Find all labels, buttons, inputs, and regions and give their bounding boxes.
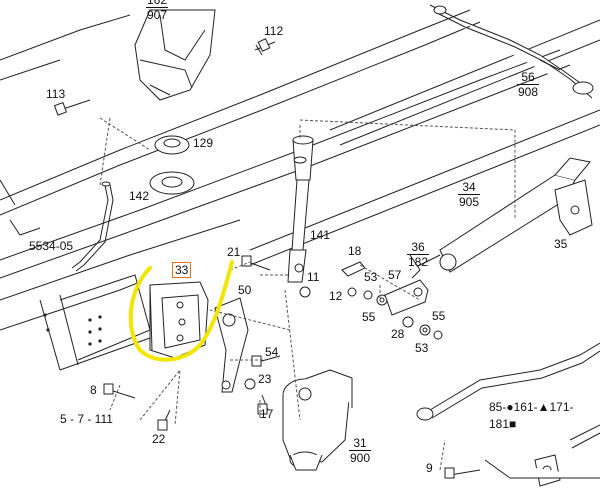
- frame-rivets: [43, 313, 102, 346]
- label-12[interactable]: 12: [329, 289, 343, 303]
- nut-11[interactable]: [299, 286, 311, 298]
- label-34-905[interactable]: 34 905: [458, 180, 481, 209]
- drag-link-56-908[interactable]: [429, 4, 594, 99]
- label-182: 182: [408, 255, 429, 269]
- label-141[interactable]: 141: [310, 228, 331, 242]
- label-113[interactable]: 113: [46, 87, 66, 101]
- nut-23[interactable]: [244, 378, 256, 390]
- mount-bracket-33[interactable]: [149, 281, 209, 359]
- label-905: 905: [459, 195, 480, 209]
- bolt-9[interactable]: [444, 467, 481, 479]
- grommet-142[interactable]: [149, 171, 195, 195]
- label-55-lower[interactable]: 55: [432, 309, 446, 323]
- bolt-8[interactable]: [103, 383, 136, 399]
- ring-53-upper[interactable]: [363, 290, 373, 300]
- label-23[interactable]: 23: [258, 372, 272, 386]
- steering-column-141[interactable]: [287, 135, 314, 283]
- label-18[interactable]: 18: [348, 244, 362, 258]
- label-56: 56: [517, 70, 540, 85]
- chassis-frame: [0, 9, 600, 371]
- label-181[interactable]: 181■: [489, 417, 517, 431]
- bolt-54[interactable]: [251, 355, 281, 367]
- label-11[interactable]: 11: [307, 270, 320, 284]
- label-112[interactable]: 112: [264, 24, 284, 38]
- label-35[interactable]: 35: [554, 237, 568, 251]
- steering-gear-31-900[interactable]: [282, 369, 353, 471]
- label-5534-05[interactable]: 5534-05: [29, 239, 74, 253]
- label-908: 908: [518, 85, 539, 99]
- label-85-161-171[interactable]: 85-●161-▲171-: [489, 400, 574, 414]
- washer-12[interactable]: [347, 287, 357, 297]
- label-162-907[interactable]: 162 907: [146, 0, 169, 22]
- label-22[interactable]: 22: [152, 432, 166, 446]
- label-53-lower[interactable]: 53: [415, 341, 429, 355]
- tie-rod[interactable]: [416, 342, 600, 449]
- label-54[interactable]: 54: [265, 345, 279, 359]
- bolt-17[interactable]: [257, 394, 269, 415]
- clip-18[interactable]: [341, 261, 366, 277]
- cap-129[interactable]: [154, 135, 190, 155]
- ring-28[interactable]: [402, 316, 414, 328]
- bolt-113[interactable]: [53, 99, 91, 116]
- label-900: 900: [350, 451, 371, 465]
- label-57[interactable]: 57: [388, 268, 402, 282]
- label-17[interactable]: 17: [260, 407, 274, 421]
- label-50[interactable]: 50: [238, 283, 252, 297]
- pitman-arm-50[interactable]: [214, 297, 249, 393]
- label-21[interactable]: 21: [227, 245, 241, 259]
- label-142[interactable]: 142: [129, 189, 150, 203]
- bolt-22[interactable]: [157, 409, 171, 431]
- label-55-upper[interactable]: 55: [362, 310, 376, 324]
- label-8[interactable]: 8: [90, 383, 97, 397]
- label-56-908[interactable]: 56 908: [517, 70, 540, 99]
- label-31: 31: [349, 436, 372, 451]
- label-129[interactable]: 129: [193, 136, 214, 150]
- label-5-7-111[interactable]: 5 - 7 - 111: [60, 412, 113, 426]
- highlight-outline: [128, 260, 234, 362]
- label-36: 36: [407, 240, 430, 255]
- bolt-112[interactable]: [254, 38, 276, 56]
- label-162: 162: [146, 0, 169, 8]
- ring-53-lower[interactable]: [433, 330, 443, 340]
- label-36-182[interactable]: 36 182: [407, 240, 430, 269]
- tube-5534-05[interactable]: [71, 181, 114, 272]
- label-31-900[interactable]: 31 900: [349, 436, 372, 465]
- bracket-162-907[interactable]: [134, 9, 216, 101]
- label-9[interactable]: 9: [426, 461, 433, 475]
- ring-55-lower[interactable]: [419, 324, 431, 336]
- label-34: 34: [458, 180, 481, 195]
- label-33-selected[interactable]: 33: [172, 262, 192, 278]
- label-53-upper[interactable]: 53: [364, 270, 378, 284]
- bolt-21[interactable]: [241, 255, 271, 271]
- label-907: 907: [147, 8, 168, 22]
- bracket-35[interactable]: [554, 179, 593, 236]
- clamp-end[interactable]: [484, 454, 600, 487]
- link-57[interactable]: [384, 279, 429, 316]
- leader-lines: [99, 117, 516, 471]
- label-28[interactable]: 28: [391, 327, 405, 341]
